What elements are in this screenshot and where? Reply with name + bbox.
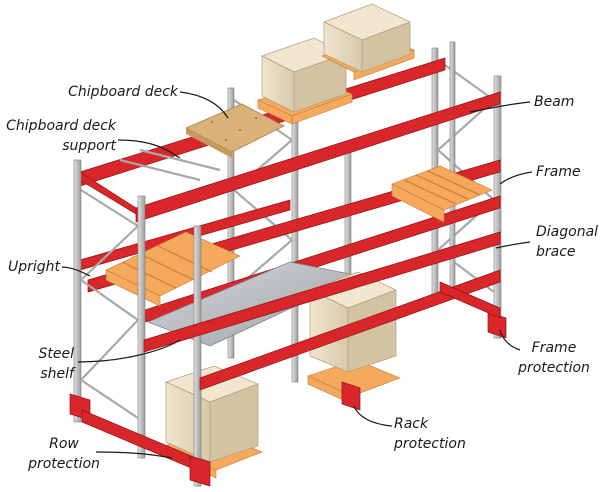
- label-frame-protection: Frame protection: [518, 340, 590, 376]
- leader-lines: [61, 91, 533, 459]
- shelf-box-right: [307, 271, 401, 405]
- label-beam: Beam: [534, 94, 575, 110]
- label-chipboard-deck-support: Chipboard deck support: [6, 118, 116, 154]
- protections: [69, 281, 507, 487]
- bottom-beams: [143, 231, 501, 391]
- label-frame: Frame: [536, 164, 581, 180]
- label-row-protection: Row protection: [28, 436, 100, 472]
- label-diagonal-brace: Diagonal brace: [536, 224, 599, 260]
- top-pallets: [257, 3, 415, 125]
- label-chipboard-deck: Chipboard deck: [68, 84, 178, 100]
- mid-right-pallet: [391, 165, 493, 223]
- label-steel-shelf: Steel shelf: [38, 346, 75, 382]
- label-upright: Upright: [7, 259, 60, 275]
- label-rack-protection: Rack protection: [394, 416, 466, 452]
- front-left-frame: [73, 159, 202, 487]
